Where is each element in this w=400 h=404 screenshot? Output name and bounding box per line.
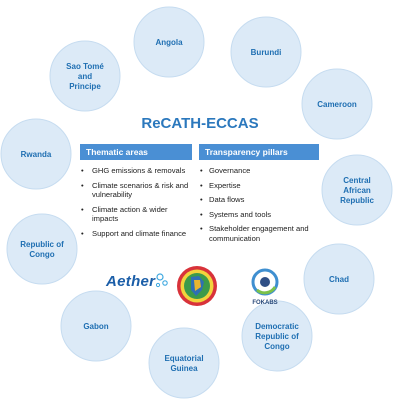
- list-item: Stakeholder engagement and communication: [199, 224, 319, 243]
- list-item: Support and climate finance: [80, 229, 192, 239]
- list-item: Data flows: [199, 195, 319, 205]
- country-bubble-circle: [133, 6, 205, 78]
- country-label: Democratic: [255, 322, 299, 331]
- transparency-pillars-header: Transparency pillars: [199, 144, 319, 160]
- country-bubble-circle: [0, 118, 72, 190]
- list-item: Governance: [199, 166, 319, 176]
- country-bubble-circle: [49, 40, 121, 112]
- country-label: Gabon: [83, 322, 108, 331]
- country-bubble-circle: [321, 154, 393, 226]
- thematic-areas-header: Thematic areas: [80, 144, 192, 160]
- country-bubble: Cameroon: [301, 68, 373, 140]
- country-label: Central: [343, 176, 371, 185]
- country-bubble-circle: [148, 327, 220, 399]
- country-label: Republic: [340, 196, 374, 205]
- country-label: Republic of: [255, 332, 299, 341]
- country-label: and: [78, 72, 92, 81]
- country-bubble-circle: [241, 300, 313, 372]
- country-bubble-circle: [230, 16, 302, 88]
- country-bubble: Angola: [133, 6, 205, 78]
- aether-droplets-icon: [155, 273, 168, 288]
- diagram-title: ReCATH-ECCAS: [141, 115, 258, 132]
- list-item: Climate scenarios & risk and vulnerabili…: [80, 181, 192, 200]
- country-bubble: Rwanda: [0, 118, 72, 190]
- country-bubble-circle: [60, 290, 132, 362]
- thematic-areas-panel: Thematic areas GHG emissions & removals …: [80, 144, 192, 243]
- country-bubbles: AngolaBurundiCameroonCentralAfricanRepub…: [0, 6, 393, 399]
- transparency-pillars-list: Governance Expertise Data flows Systems …: [199, 166, 319, 243]
- country-label: Chad: [329, 275, 349, 284]
- transparency-pillars-panel: Transparency pillars Governance Expertis…: [199, 144, 319, 248]
- country-bubble-circle: [301, 68, 373, 140]
- country-label: Equatorial: [164, 354, 203, 363]
- country-label: Principe: [69, 82, 101, 91]
- country-bubble-circle: [303, 243, 375, 315]
- eccas-seal-logo: [177, 266, 217, 306]
- list-item: Climate action & wider impacts: [80, 205, 192, 224]
- thematic-areas-list: GHG emissions & removals Climate scenari…: [80, 166, 192, 238]
- fokabs-logo-text: FOKABS: [252, 300, 277, 306]
- country-bubble: Burundi: [230, 16, 302, 88]
- country-label: Rwanda: [21, 150, 52, 159]
- country-bubble: Chad: [303, 243, 375, 315]
- country-label: African: [343, 186, 371, 195]
- country-label: Angola: [155, 38, 183, 47]
- country-bubble-circle: [6, 213, 78, 285]
- country-label: Congo: [29, 250, 54, 259]
- list-item: Systems and tools: [199, 210, 319, 220]
- fokabs-logo: FOKABS: [251, 268, 279, 306]
- country-label: Republic of: [20, 240, 64, 249]
- country-label: Cameroon: [317, 100, 357, 109]
- country-label: Sao Tomé: [66, 62, 104, 71]
- aether-logo: Aether: [106, 273, 156, 290]
- list-item: GHG emissions & removals: [80, 166, 192, 176]
- list-item: Expertise: [199, 181, 319, 191]
- country-label: Congo: [264, 342, 289, 351]
- country-bubble: Gabon: [60, 290, 132, 362]
- country-label: Guinea: [170, 364, 198, 373]
- country-label: Burundi: [251, 48, 282, 57]
